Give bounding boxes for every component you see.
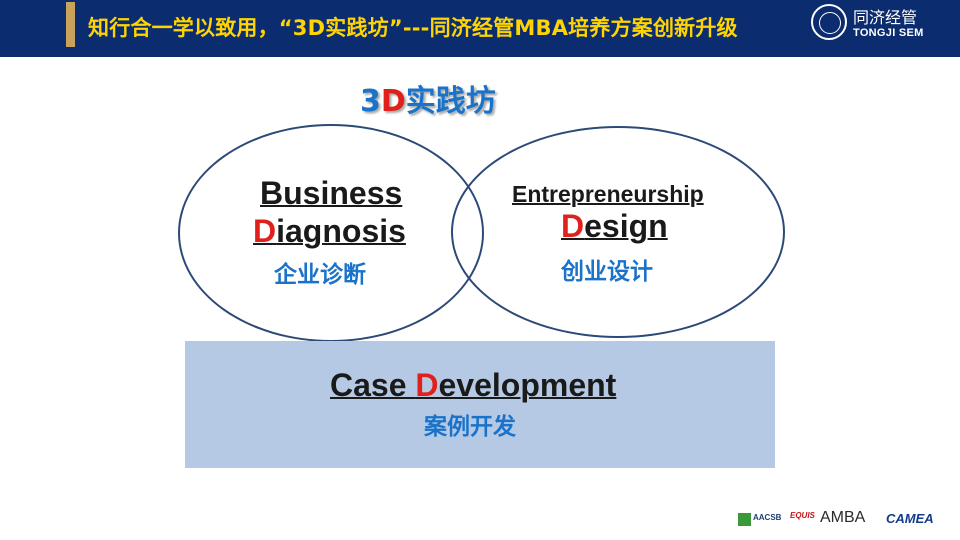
- logo-english-name: TONGJI SEM: [853, 27, 924, 39]
- title-prefix: 3: [360, 84, 381, 119]
- logo-chinese-name: 同济经管: [853, 8, 918, 27]
- case-rest: evelopment: [438, 367, 617, 403]
- diagnosis-rest: iagnosis: [276, 213, 406, 249]
- design-d-letter: D: [561, 208, 585, 244]
- equis-logo: EQUIS: [790, 511, 815, 520]
- aacsb-logo: AACSB: [753, 513, 782, 522]
- case-development-label: Case Development: [330, 367, 616, 404]
- title-suffix: 实践坊: [405, 84, 496, 119]
- entrepreneurship-design-circle: [451, 126, 785, 338]
- page-title: 3D实践坊: [360, 82, 496, 122]
- case-development-box: [185, 341, 775, 468]
- case-prefix: Case: [330, 367, 416, 403]
- diagnosis-d-letter: D: [253, 213, 277, 249]
- tongji-seal-logo: [811, 4, 847, 40]
- header-accent-bar: [66, 2, 75, 47]
- camea-logo: CAMEA: [886, 511, 934, 526]
- aacsb-icon: [738, 513, 751, 526]
- design-label: Design: [561, 208, 668, 245]
- diagnosis-label: Diagnosis: [253, 213, 406, 250]
- business-diagnosis-chinese: 企业诊断: [274, 262, 366, 288]
- case-d-letter: D: [415, 367, 439, 403]
- header-title: 知行合一学以致用，“3D实践坊”---同济经管MBA培养方案创新升级: [88, 16, 738, 40]
- business-label: Business: [260, 175, 403, 211]
- case-development-chinese: 案例开发: [424, 414, 516, 440]
- design-rest: esign: [584, 208, 668, 244]
- header-bar: 知行合一学以致用，“3D实践坊”---同济经管MBA培养方案创新升级 同济经管 …: [0, 0, 960, 57]
- entrepreneurship-label: Entrepreneurship: [512, 181, 704, 207]
- accreditation-logos: AACSB EQUIS AMBA CAMEA: [736, 509, 950, 537]
- amba-logo: AMBA: [820, 509, 866, 526]
- entrepreneurship-design-chinese: 创业设计: [561, 259, 653, 285]
- title-d-letter: D: [380, 84, 406, 119]
